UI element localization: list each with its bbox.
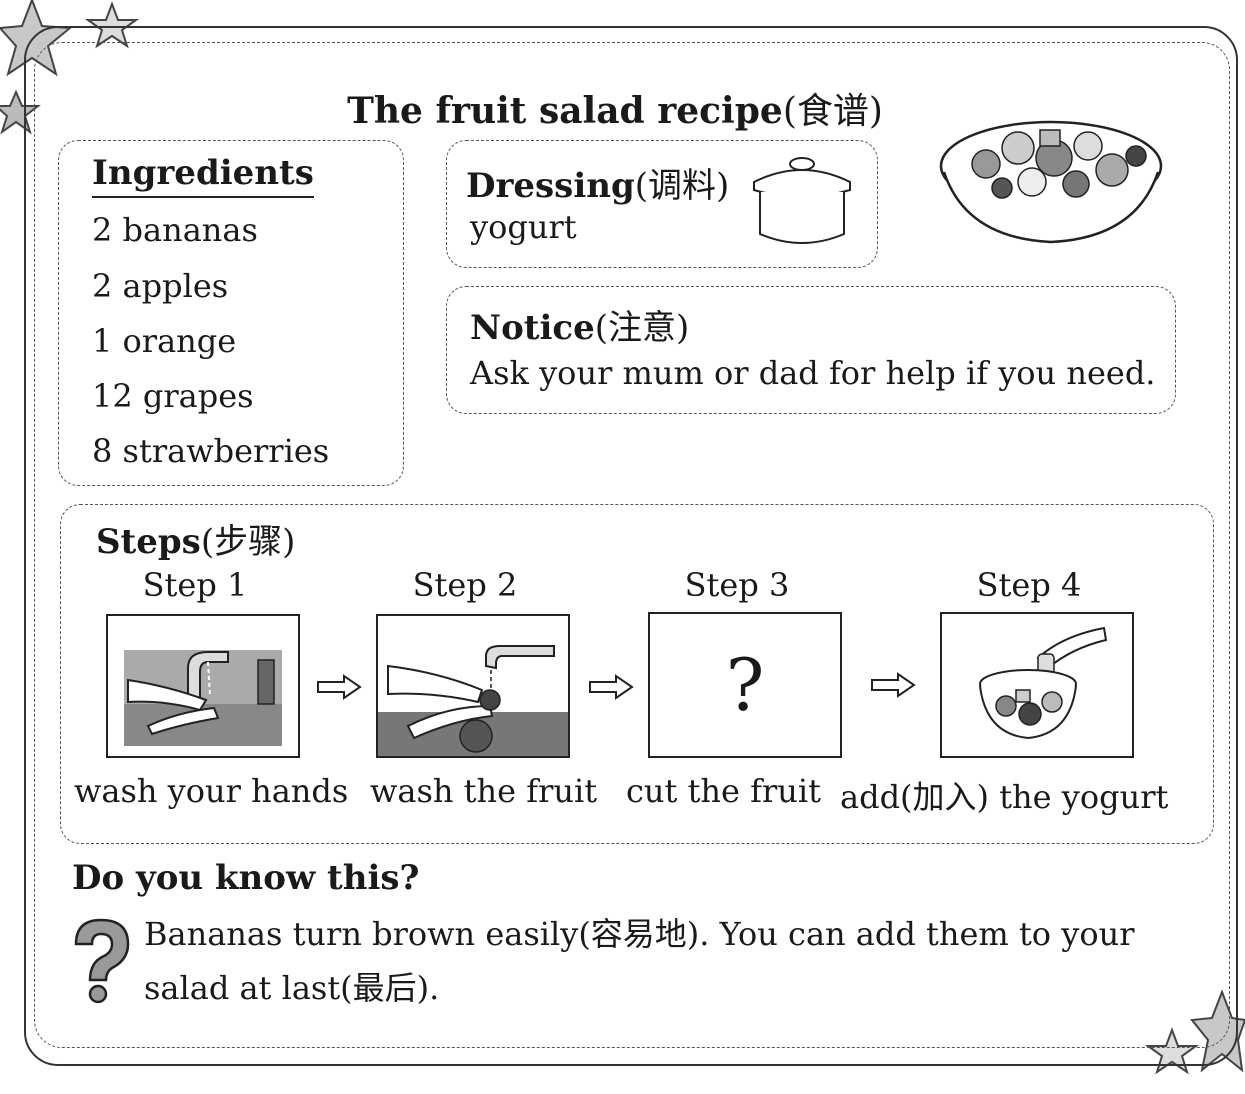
arrow-right-icon xyxy=(871,672,916,698)
inner-dashed-frame xyxy=(34,42,1230,1048)
dressing-heading-text: Dressing xyxy=(466,166,635,206)
dressing-box xyxy=(446,140,878,268)
ingredients-heading: Ingredients xyxy=(92,152,314,198)
notice-heading-text: Notice xyxy=(470,308,595,348)
know-heading: Do you know this? xyxy=(72,858,420,898)
ingredient-item: 1 orange xyxy=(92,322,237,360)
know-text-line-2: salad at last(最后). xyxy=(144,969,440,1007)
ingredient-item: 12 grapes xyxy=(92,377,254,415)
yogurt-pot-icon xyxy=(753,157,851,244)
wash-hands-icon xyxy=(124,650,282,746)
step-label: Step 3 xyxy=(684,566,790,604)
salad-bowl-icon xyxy=(939,120,1163,244)
ingredients-box xyxy=(58,140,404,486)
steps-heading-text: Steps xyxy=(96,522,201,562)
title-chinese: (食谱) xyxy=(782,91,883,132)
steps-heading-chinese: (步骤) xyxy=(200,522,296,562)
wash-fruit-icon xyxy=(378,645,568,756)
step-2-image xyxy=(376,614,570,758)
page-title: The fruit salad recipe(食谱) xyxy=(0,82,1230,134)
dressing-text: yogurt xyxy=(470,208,577,246)
step-1-image xyxy=(106,614,300,758)
steps-box xyxy=(60,504,1214,844)
ingredient-item: 2 apples xyxy=(92,267,229,305)
step-label: Step 2 xyxy=(412,566,518,604)
ingredient-item: 8 strawberries xyxy=(92,432,330,470)
arrow-right-icon xyxy=(589,674,634,700)
dressing-heading-chinese: (调料) xyxy=(634,166,730,206)
question-mark-icon: ? xyxy=(725,643,765,727)
arrow-right-icon xyxy=(317,674,362,700)
dressing-heading: Dressing(调料) xyxy=(466,158,729,207)
title-text: The fruit salad recipe xyxy=(347,90,783,132)
step-label: Step 1 xyxy=(142,566,248,604)
notice-box xyxy=(446,286,1176,414)
notice-heading: Notice(注意) xyxy=(470,300,689,349)
step-label: Step 4 xyxy=(976,566,1082,604)
step-caption: cut the fruit xyxy=(626,772,821,810)
step-3-image: ? xyxy=(648,612,842,758)
add-yogurt-icon xyxy=(979,626,1108,740)
question-mark-icon xyxy=(74,918,130,1004)
outer-frame xyxy=(24,26,1238,1066)
steps-heading: Steps(步骤) xyxy=(96,514,295,563)
step-caption: wash your hands xyxy=(74,772,349,810)
step-4-image xyxy=(940,612,1134,758)
step-caption: wash the fruit xyxy=(370,772,598,810)
step-caption: add(加入) the yogurt xyxy=(840,778,1169,816)
ingredient-item: 2 bananas xyxy=(92,211,258,249)
know-text-line-1: Bananas turn brown easily(容易地). You can … xyxy=(144,915,1135,953)
notice-text: Ask your mum or dad for help if you need… xyxy=(470,354,1156,392)
notice-heading-chinese: (注意) xyxy=(594,308,690,348)
